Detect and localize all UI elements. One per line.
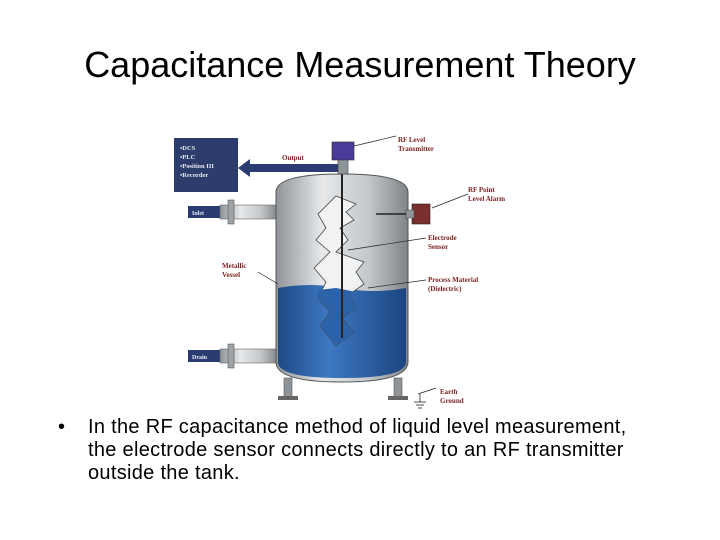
rf-level-transmitter-label-2: Transmitter	[398, 145, 434, 153]
alarm-mount	[405, 209, 415, 219]
tank-foot-right	[388, 396, 408, 400]
drain-arrow	[188, 350, 220, 362]
electrode-sensor-label-1: Electrode	[428, 234, 457, 242]
process-material-label-2: (Dielectric)	[428, 285, 462, 293]
control-box-line-4: •Recorder	[180, 172, 208, 179]
output-arrow	[238, 159, 338, 177]
earth-ground-label-2: Ground	[440, 397, 464, 405]
inlet-flange	[227, 199, 235, 225]
inlet-arrow	[188, 206, 220, 218]
inlet-label: Inlet	[192, 211, 204, 217]
tank-leg-right	[393, 377, 403, 399]
control-box-line-1: •DCS	[180, 145, 196, 152]
control-box-line-3: •Position III	[180, 163, 214, 170]
tank-foot-left	[278, 396, 298, 400]
rf-point-alarm-label-1: RF Point	[468, 186, 495, 194]
tank-leg-left	[283, 377, 293, 399]
earth-ground-icon	[414, 394, 426, 409]
transmitter-neck	[337, 159, 349, 175]
earth-ground-label-1: Earth	[440, 388, 458, 396]
metallic-vessel-label-2: Vessel	[222, 271, 240, 279]
bullet-symbol: •	[58, 416, 66, 438]
rf-point-level-alarm	[411, 203, 431, 225]
process-material-label-1: Process Material	[428, 276, 478, 284]
rf-level-transmitter	[331, 141, 355, 161]
slide-title: Capacitance Measurement Theory	[84, 44, 636, 85]
control-box-line-2: •PLC	[180, 154, 196, 161]
rf-level-transmitter-label-1: RF Level	[398, 136, 425, 144]
bullet-text: In the RF capacitance method of liquid l…	[88, 416, 627, 484]
output-label: Output	[282, 154, 304, 162]
cutaway-liquid	[318, 288, 356, 346]
drain-label: Drain	[192, 355, 208, 361]
electrode-sensor-label-2: Sensor	[428, 243, 448, 251]
control-box	[174, 138, 238, 192]
drain-flange	[227, 343, 235, 369]
metallic-vessel-label-1: Metallic	[222, 262, 247, 270]
rf-point-alarm-label-2: Level Alarm	[468, 195, 505, 203]
leader-lines	[257, 135, 469, 395]
rf-capacitance-diagram: •DCS •PLC •Position III •Recorder Output…	[150, 112, 530, 412]
